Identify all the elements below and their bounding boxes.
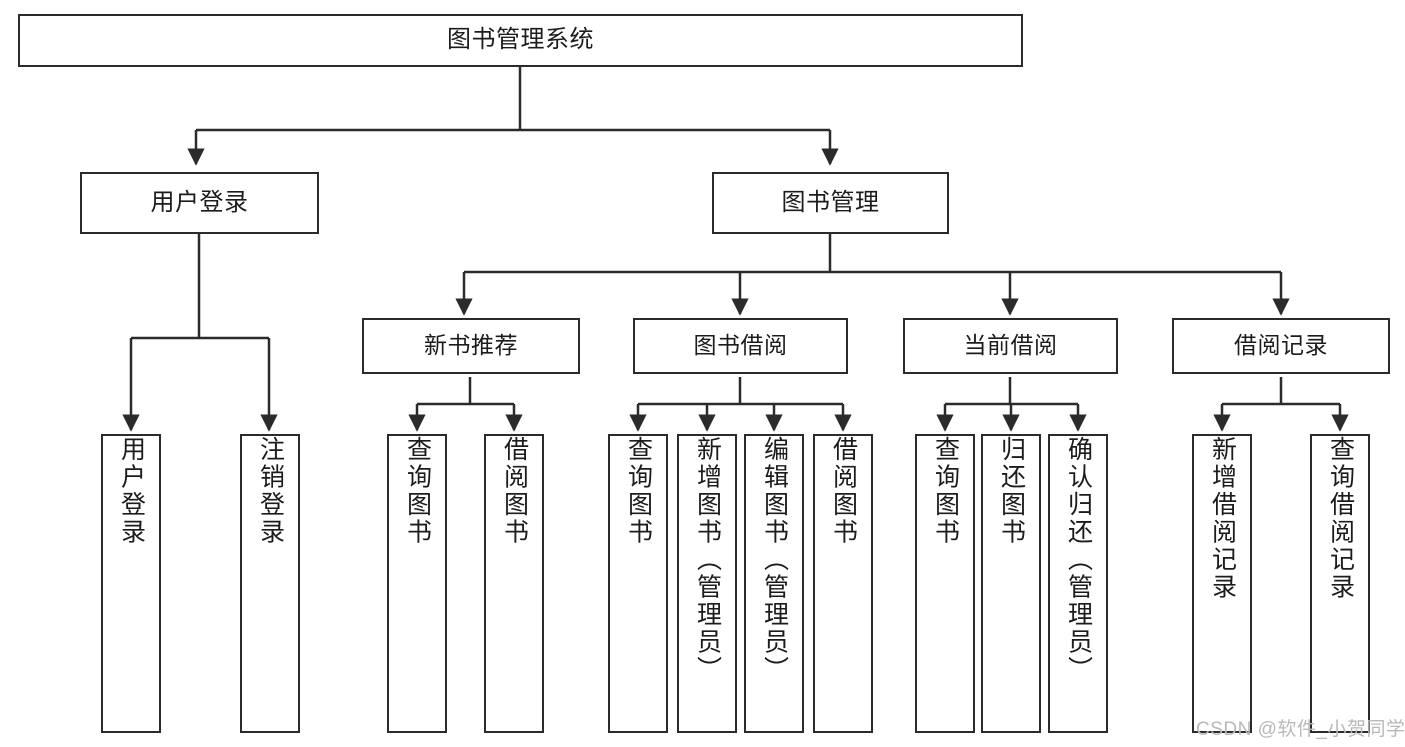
node-root-system[interactable]: 图书管理系统 <box>18 14 1023 67</box>
node-label: 注销登录 <box>256 436 285 546</box>
node-label: 图书借阅 <box>693 332 788 359</box>
node-label: 图书管理系统 <box>447 26 594 54</box>
node-current-borrow[interactable]: 当前借阅 <box>903 318 1118 374</box>
node-label: 图书管理 <box>781 188 880 216</box>
leaf-borrow-add-book-admin[interactable]: 新增图书（管理员） <box>677 434 737 733</box>
node-new-book-recommend[interactable]: 新书推荐 <box>362 318 580 374</box>
node-book-management[interactable]: 图书管理 <box>712 172 949 234</box>
node-label: 借阅图书 <box>829 436 858 546</box>
node-label: 编辑图书（管理员） <box>760 436 789 684</box>
node-label: 借阅记录 <box>1234 332 1328 359</box>
node-label: 新增借阅记录 <box>1208 436 1237 601</box>
leaf-current-return-book[interactable]: 归还图书 <box>981 434 1041 733</box>
node-label: 新增图书（管理员） <box>693 436 722 684</box>
leaf-borrow-query-book[interactable]: 查询图书 <box>608 434 668 733</box>
leaf-records-add-record[interactable]: 新增借阅记录 <box>1192 434 1252 733</box>
leaf-recommend-borrow-book[interactable]: 借阅图书 <box>484 434 544 733</box>
leaf-borrow-edit-book-admin[interactable]: 编辑图书（管理员） <box>744 434 804 733</box>
node-label: 当前借阅 <box>963 332 1058 359</box>
node-user-login[interactable]: 用户登录 <box>80 172 319 234</box>
node-book-borrow[interactable]: 图书借阅 <box>633 318 848 374</box>
leaf-user-login-login[interactable]: 用户登录 <box>101 434 161 733</box>
leaf-current-query-book[interactable]: 查询图书 <box>915 434 975 733</box>
leaf-recommend-query-book[interactable]: 查询图书 <box>387 434 447 733</box>
node-borrow-records[interactable]: 借阅记录 <box>1172 318 1390 374</box>
node-label: 确认归还（管理员） <box>1064 436 1093 684</box>
node-label: 查询图书 <box>931 436 960 546</box>
node-label: 查询借阅记录 <box>1326 436 1355 601</box>
node-label: 查询图书 <box>624 436 653 546</box>
node-label: 查询图书 <box>403 436 432 546</box>
node-label: 新书推荐 <box>424 332 518 359</box>
leaf-borrow-borrow-book[interactable]: 借阅图书 <box>813 434 873 733</box>
node-label: 借阅图书 <box>500 436 529 546</box>
leaf-records-query-record[interactable]: 查询借阅记录 <box>1310 434 1370 733</box>
leaf-user-login-logout[interactable]: 注销登录 <box>240 434 300 733</box>
leaf-current-confirm-return-admin[interactable]: 确认归还（管理员） <box>1048 434 1108 733</box>
csdn-watermark: CSDN @软件_小贺同学 <box>1196 719 1405 740</box>
node-label: 归还图书 <box>997 436 1026 546</box>
node-label: 用户登录 <box>117 436 146 546</box>
node-label: 用户登录 <box>150 188 249 216</box>
